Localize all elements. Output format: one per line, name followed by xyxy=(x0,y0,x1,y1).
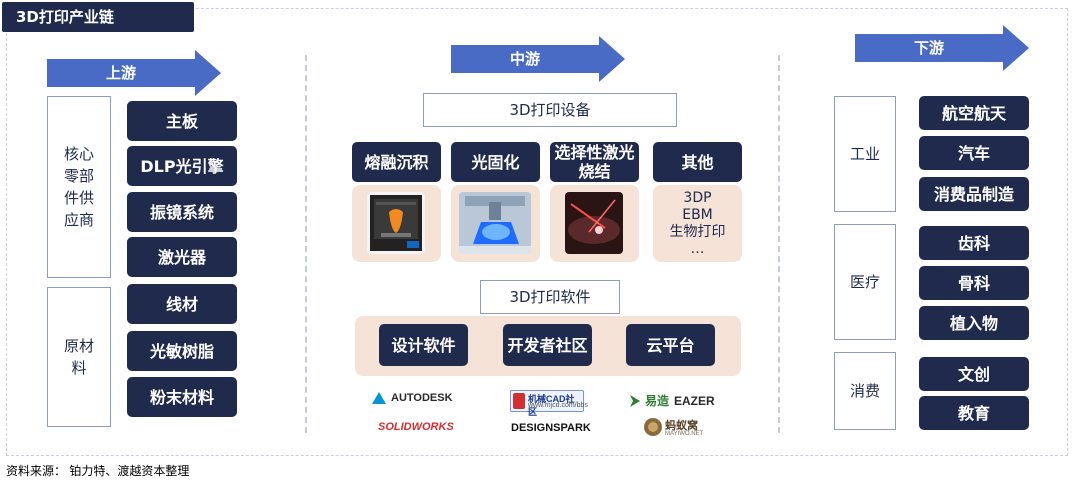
group-label: 原材料 xyxy=(63,337,94,377)
mjcd-url: www.mjcd.com/bbs xyxy=(528,402,588,409)
downstream-group-medical: 医疗 xyxy=(834,224,896,340)
sla-printer-image xyxy=(459,192,531,254)
mayiwo-url: MAYIWO.NET xyxy=(665,431,704,437)
item-photopolymer-resin: 光敏树脂 xyxy=(127,331,237,371)
other-ellipsis: … xyxy=(690,240,705,257)
autodesk-logo: AUTODESK xyxy=(372,392,453,404)
item-mainboard: 主板 xyxy=(127,101,237,141)
equipment-title: 3D打印设备 xyxy=(423,93,677,127)
eazer-logo: 易造 EAZER xyxy=(630,392,715,409)
other-ebm: EBM xyxy=(682,206,713,223)
downstream-arrow: 下游 xyxy=(855,25,1029,71)
group-label: 消费 xyxy=(849,382,880,400)
software-title: 3D打印软件 xyxy=(480,280,620,314)
group-label: 工业 xyxy=(849,145,880,163)
other-3dp: 3DP xyxy=(683,189,712,206)
item-education: 教育 xyxy=(919,396,1029,430)
autodesk-triangle-icon xyxy=(372,392,386,404)
downstream-group-consumer: 消费 xyxy=(834,352,896,430)
sls-thumb-card xyxy=(550,185,639,262)
eazer-mark-icon xyxy=(630,394,640,407)
source-note: 资料来源： 铂力特、渡越资本整理 xyxy=(6,464,190,478)
mjcd-text: 机械CAD社区 xyxy=(528,394,575,417)
downstream-arrow-label: 下游 xyxy=(855,34,1003,62)
upstream-group-core-components: 核心零部件供应商 xyxy=(47,96,111,278)
downstream-group-industry: 工业 xyxy=(834,96,896,212)
software-dev-community: 开发者社区 xyxy=(503,324,592,366)
item-powder-material: 粉末材料 xyxy=(127,377,237,417)
group-label: 医疗 xyxy=(849,273,880,291)
other-techniques-card: 3DP EBM 生物打印 … xyxy=(653,185,742,262)
item-filament: 线材 xyxy=(127,284,237,324)
upstream-arrow: 上游 xyxy=(47,50,221,96)
sla-thumb-card xyxy=(451,185,540,262)
equipment-sls: 选择性激光烧结 xyxy=(550,142,639,182)
midstream-arrow-label: 中游 xyxy=(451,45,599,73)
midstream-arrow: 中游 xyxy=(451,36,625,82)
item-orthopedics: 骨科 xyxy=(919,266,1029,300)
fdm-thumb-card xyxy=(352,185,441,262)
upstream-arrow-label: 上游 xyxy=(47,59,195,87)
equipment-fdm: 熔融沉积 xyxy=(352,142,441,182)
other-bioprinting: 生物打印 xyxy=(669,223,726,240)
item-consumer-goods: 消费品制造 xyxy=(919,177,1029,211)
equipment-other: 其他 xyxy=(653,142,742,182)
mjcd-logo: 机械CAD社区 www.mjcd.com/bbs xyxy=(510,390,588,417)
eazer-text: EAZER xyxy=(674,393,715,408)
separator-right xyxy=(778,55,780,433)
solidworks-text: SOLIDWORKS xyxy=(378,421,454,433)
separator-left xyxy=(305,55,307,433)
upstream-group-materials: 原材料 xyxy=(47,287,111,427)
item-dlp-engine: DLP光引擎 xyxy=(127,146,237,186)
arrow-head-icon xyxy=(195,50,221,96)
group-label: 核心零部件供应商 xyxy=(63,145,94,229)
item-aerospace: 航空航天 xyxy=(919,96,1029,130)
designspark-text: DESIGNSPARK xyxy=(511,422,591,434)
sls-laser-image xyxy=(565,192,623,254)
equipment-sla: 光固化 xyxy=(451,142,540,182)
mjcd-badge-icon xyxy=(513,393,525,409)
solidworks-logo: SOLIDWORKS xyxy=(378,421,454,433)
item-dental: 齿科 xyxy=(919,226,1029,260)
eazer-chinese: 易造 xyxy=(645,394,670,408)
fdm-printer-image xyxy=(367,192,425,254)
arrow-head-icon xyxy=(599,36,625,82)
software-design: 设计软件 xyxy=(379,324,468,366)
autodesk-text: AUTODESK xyxy=(391,392,453,404)
item-implants: 植入物 xyxy=(919,306,1029,340)
designspark-logo: DESIGNSPARK xyxy=(511,422,591,434)
mayiwo-logo: 蚂蚁窝 MAYIWO.NET xyxy=(643,415,713,441)
item-cultural-creative: 文创 xyxy=(919,357,1029,391)
mayiwo-text: 蚂蚁窝 xyxy=(665,419,698,432)
item-laser: 激光器 xyxy=(127,237,237,277)
arrow-head-icon xyxy=(1003,25,1029,71)
diagram-frame xyxy=(6,8,1068,456)
ant-nest-icon xyxy=(644,418,662,436)
software-cloud-platform: 云平台 xyxy=(626,324,715,366)
item-galvo-system: 振镜系统 xyxy=(127,192,237,232)
item-automotive: 汽车 xyxy=(919,136,1029,170)
diagram-title: 3D打印产业链 xyxy=(2,2,194,32)
